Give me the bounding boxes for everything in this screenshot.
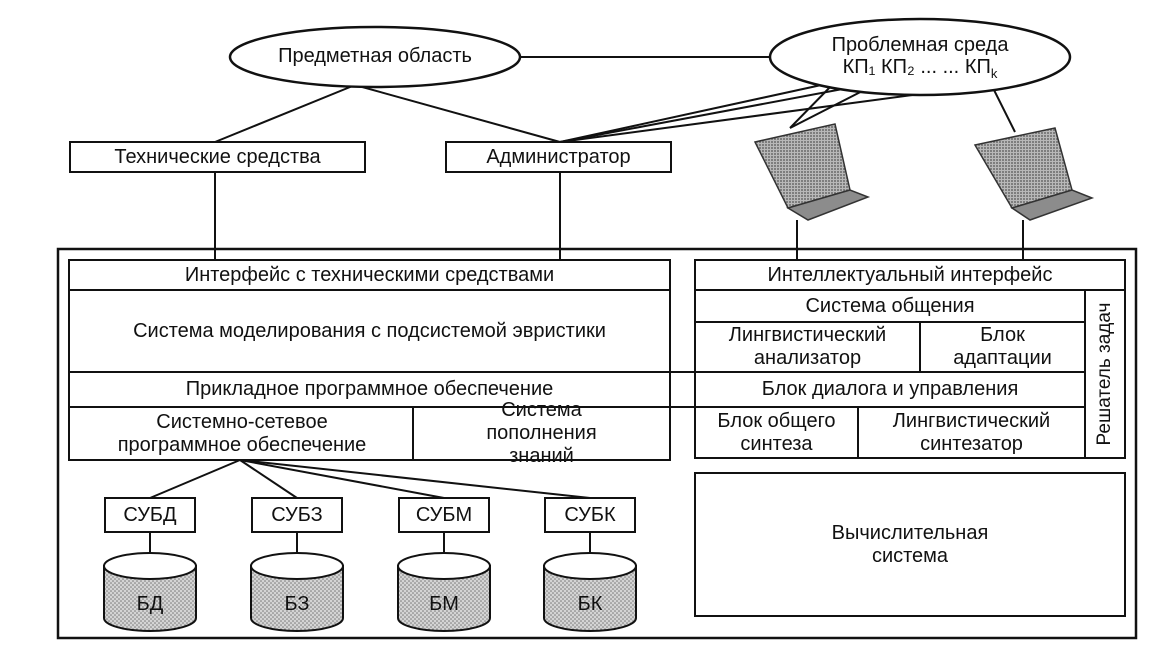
kp-list: КП₁ КП₂ ... ... КПk bbox=[790, 56, 1050, 85]
solver-label: Решатель задач bbox=[1094, 302, 1115, 446]
database-icon-top bbox=[543, 552, 637, 580]
store-label: БД bbox=[136, 593, 164, 615]
connectors bbox=[149, 56, 1024, 552]
left-stack bbox=[68, 259, 1085, 461]
adaptation-label: Блок адаптации bbox=[953, 324, 1052, 369]
system-frame bbox=[56, 247, 1138, 640]
applied-sw-label: Прикладное программное обеспечение bbox=[185, 378, 554, 400]
store-label: БЗ bbox=[284, 593, 310, 615]
database-icon-top bbox=[103, 552, 197, 580]
database-icon bbox=[543, 565, 637, 632]
dbms-label: СУБЗ bbox=[271, 504, 323, 526]
kp1: КП₁ bbox=[842, 56, 876, 78]
ling-analyzer-label: Лингвистический анализатор bbox=[728, 324, 887, 369]
dbms-label: СУБК bbox=[564, 504, 616, 526]
dbms-box bbox=[398, 497, 490, 533]
problem-env-title: Проблемная среда bbox=[831, 34, 1009, 56]
ling-synth-label: Лингвистический синтезатор bbox=[892, 409, 1051, 455]
laptop-icon bbox=[753, 123, 871, 221]
tech-interface-label: Интерфейс с техническими средствами bbox=[184, 263, 555, 286]
database-icon bbox=[397, 565, 491, 632]
laptop-icon bbox=[973, 127, 1095, 221]
problem-env-label: Проблемная среда КП₁ КП₂ ... ... КПk bbox=[790, 34, 1050, 85]
dbms-label: СУБМ bbox=[415, 504, 473, 526]
synthesis-label: Блок общего синтеза bbox=[717, 409, 836, 455]
admin-label: Администратор bbox=[486, 145, 631, 168]
store-label: БМ bbox=[429, 593, 459, 615]
dbms-group bbox=[103, 497, 637, 632]
modeling-label: Система моделирования с подсистемой эври… bbox=[133, 319, 606, 342]
database-icon bbox=[103, 565, 197, 632]
database-icon-top bbox=[397, 552, 491, 580]
computing-box bbox=[694, 472, 1126, 617]
intel-interface-label: Интеллектуальный интерфейс bbox=[767, 263, 1053, 286]
admin-box bbox=[445, 141, 672, 173]
database-icon-top bbox=[250, 552, 344, 580]
knowledge-fill-label: Система пополнения знаний bbox=[486, 399, 597, 467]
store-label: БК bbox=[577, 593, 603, 615]
kp-dots: ... ... bbox=[920, 56, 960, 78]
kpk-sub: k bbox=[990, 66, 998, 81]
kp2: КП₂ bbox=[880, 56, 915, 78]
dbms-label: СУБД bbox=[123, 504, 177, 526]
right-stack bbox=[694, 259, 1126, 459]
dbms-box bbox=[104, 497, 196, 533]
computing-label: Вычислительная система bbox=[831, 521, 989, 567]
communication-label: Система общения bbox=[805, 294, 975, 317]
dialog-label: Блок диалога и управления bbox=[761, 378, 1019, 400]
domain-area-ellipse bbox=[228, 25, 522, 89]
problem-env-ellipse bbox=[768, 17, 1072, 97]
database-icon bbox=[250, 565, 344, 632]
system-net-sw-label: Системно-сетевое программное обеспечение bbox=[117, 410, 367, 456]
domain-area-label: Предметная область bbox=[278, 45, 472, 67]
dbms-box bbox=[544, 497, 636, 533]
kpk: КП bbox=[964, 56, 991, 78]
tech-means-box bbox=[69, 141, 366, 173]
dbms-box bbox=[251, 497, 343, 533]
tech-means-label: Технические средства bbox=[114, 145, 321, 168]
